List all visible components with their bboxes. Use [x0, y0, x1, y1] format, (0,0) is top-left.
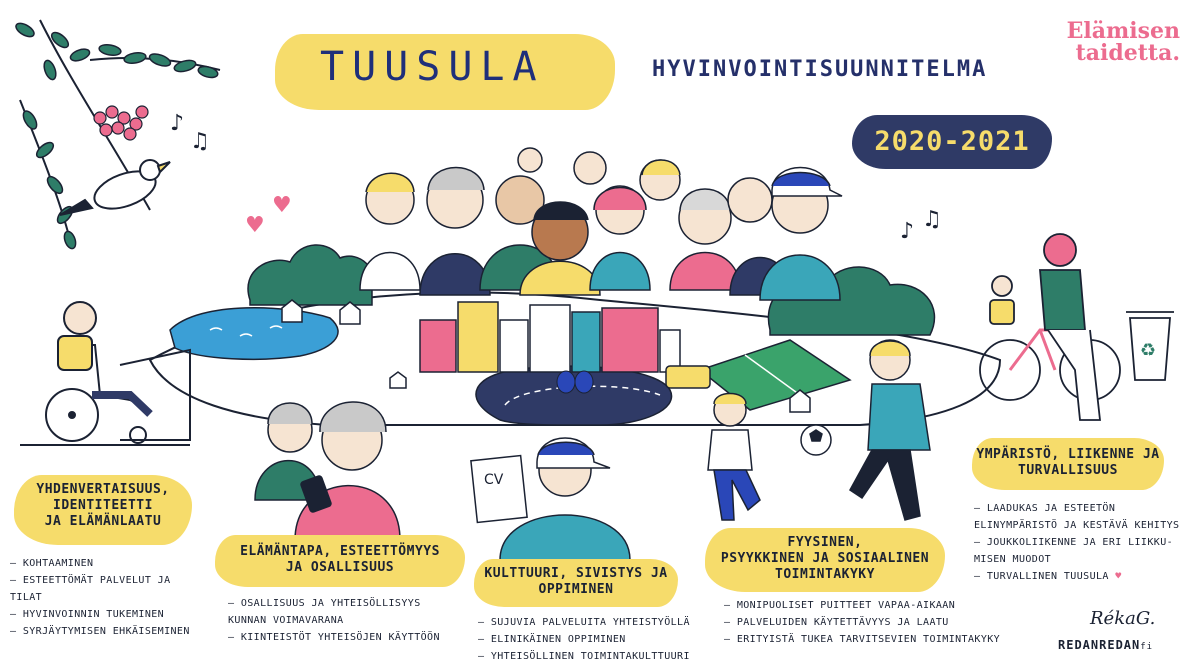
page-subtitle: HYVINVOINTISUUNNITELMA	[652, 57, 988, 82]
section-1-title: YHDENVERTAISUUS, IDENTITEETTI JA ELÄMÄNL…	[36, 482, 170, 529]
brand-logo: Elämisen taidetta.	[1040, 20, 1180, 64]
kids-soccer-icon	[707, 339, 931, 521]
grandma-grandchild-icon	[254, 401, 401, 541]
section-1-list: – KOHTAAMINEN – ESTEETTÖMÄT PALVELUT JA …	[10, 555, 195, 640]
houses-icon	[281, 299, 811, 413]
list-item: – LAADUKAS JA ESTEETÖN	[974, 503, 1116, 514]
section-3-title: KULTTUURI, SIVISTYS JA OPPIMINEN	[484, 566, 668, 597]
music-notes-icon: ♪♫ ♪♫	[170, 111, 942, 244]
studio-signature: REDANREDANfi	[1058, 638, 1154, 652]
section-2-banner	[215, 535, 465, 587]
brand-line1: Elämisen	[1066, 18, 1180, 44]
page-title: TUUSULA	[320, 44, 545, 90]
cyclist-recycle-icon: ♻	[979, 233, 1174, 421]
svg-text:♥: ♥	[272, 193, 292, 218]
hearts-icon: ♥♥	[245, 193, 292, 238]
section-3-banner	[474, 559, 678, 607]
list-item: – KOHTAAMINEN	[10, 558, 94, 569]
brand-line2: taidetta.	[1075, 40, 1180, 66]
section-4-banner	[705, 528, 945, 592]
list-item: – HYVINVOINNIN TUKEMINEN	[10, 609, 165, 620]
bird-icon	[59, 159, 171, 216]
cv-card-text: CV	[484, 472, 504, 488]
cv-young-man-icon: CV	[470, 437, 631, 561]
list-item: MISEN MUODOT	[974, 554, 1052, 565]
svg-text:♥: ♥	[245, 213, 265, 238]
section-5-banner	[972, 438, 1164, 490]
crowd-people-icon	[359, 147, 843, 301]
svg-text:♪: ♪	[170, 111, 184, 136]
list-item: – ERITYISTÄ TUKEA TARVITSEVIEN TOIMINTAK…	[724, 634, 1001, 645]
section-2-title: ELÄMÄNTAPA, ESTEETTÖMYYS JA OSALLISUUS	[240, 544, 440, 575]
section-4-list: – MONIPUOLISET PUITTEET VAPAA-AIKAAN – P…	[724, 597, 1001, 648]
section-2-list: – OSALLISUUS JA YHTEISÖLLISYYS KUNNAN VO…	[228, 595, 463, 646]
rowan-berries-icon	[93, 105, 149, 141]
list-item: – MONIPUOLISET PUITTEET VAPAA-AIKAAN	[724, 600, 956, 611]
list-item: – ELINIKÄINEN OPPIMINEN	[478, 634, 626, 645]
heart-icon: ♥	[1115, 571, 1122, 582]
section-1-banner	[14, 475, 192, 545]
list-item: – PALVELUIDEN KÄYTETTÄVYYS JA LAATU	[724, 617, 949, 628]
section-5-title: YMPÄRISTÖ, LIIKENNE JA TURVALLISUUS	[976, 447, 1160, 478]
list-item: KUNNAN VOIMAVARANA	[228, 615, 344, 626]
list-item: – OSALLISUUS JA YHTEISÖLLISYYS	[228, 598, 421, 609]
list-item: – SYRJÄYTYMISEN EHKÄISEMINEN	[10, 626, 190, 637]
svg-text:♫: ♫	[190, 129, 210, 154]
list-item: – KIINTEISTÖT YHTEISÖJEN KÄYTTÖÖN	[228, 632, 440, 643]
wheelchair-person-icon	[20, 301, 191, 446]
list-item: – YHTEISÖLLINEN TOIMINTAKULTTUURI	[478, 651, 690, 662]
list-item: – SUJUVIA PALVELUITA YHTEISTYÖLLÄ	[478, 617, 690, 628]
svg-text:♪: ♪	[900, 219, 914, 244]
list-item: – ESTEETTÖMÄT PALVELUT JA	[10, 575, 171, 586]
list-item: – JOUKKOLIIKENNE JA ERI LIIKKU-	[974, 537, 1174, 548]
svg-text:♫: ♫	[922, 207, 942, 232]
section-5-list: – LAADUKAS JA ESTEETÖN ELINYMPÄRISTÖ JA …	[974, 500, 1186, 585]
section-4-title: FYYSINEN, PSYYKKINEN JA SOSIAALINEN TOIM…	[720, 535, 930, 582]
list-item: TILAT	[10, 592, 43, 603]
years-banner	[852, 115, 1052, 169]
years-label: 2020-2021	[874, 126, 1030, 157]
town-buildings-icon	[419, 301, 711, 389]
list-item: ELINYMPÄRISTÖ JA KESTÄVÄ KEHITYS	[974, 520, 1180, 531]
svg-text:♻: ♻	[1140, 340, 1156, 361]
theatre-masks-icon	[556, 370, 594, 394]
list-item: – TURVALLINEN TUUSULA ♥	[974, 571, 1122, 582]
section-3-list: – SUJUVIA PALVELUITA YHTEISTYÖLLÄ – ELIN…	[478, 614, 693, 665]
artist-signature: RékaG.	[1090, 608, 1156, 629]
title-banner	[275, 34, 615, 110]
